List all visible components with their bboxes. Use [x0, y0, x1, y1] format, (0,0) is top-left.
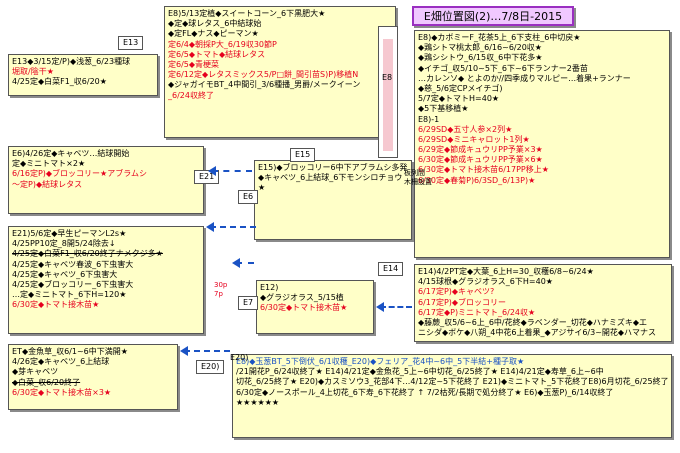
note-line: 4/26定◆キャベツ_6上結球 — [12, 357, 110, 367]
arrow-e12-head — [376, 302, 384, 312]
note-line: ◆白菜_収6/20終了 — [12, 377, 81, 387]
label-e13: E13 — [118, 36, 144, 50]
note-line: 4/25定◆ブロッコリー_6下虫害大 — [12, 279, 134, 289]
note-line: 6/17定◆P)ミニトマト_6/24収★ — [418, 307, 536, 317]
note-line: 4/15球根◆グラジオラス_6下H=40★ — [418, 277, 553, 287]
note-line: ◆5下基移植★ — [418, 104, 469, 114]
arrow-e6 — [236, 262, 254, 264]
note-line: ◆藤蕨_収5/6~6上_6中/花終◆ラベンダー_切花◆ハナミズキ◆エ — [418, 317, 648, 327]
note-line: ★ — [258, 183, 266, 193]
note-e13: E13◆3/15定/P)◆浅葱_6/23種球堀取/陰干★4/25定◆白菜F1_収… — [8, 54, 158, 96]
note-line: E8)◆カボミーF_花茶5上_6下支柱_6中切戻★ — [418, 33, 581, 42]
note-line: ◆ジャガイモBT_4中間引_3/6種播_男爵/メークイーン — [168, 80, 361, 90]
arrow-e21 — [210, 226, 256, 228]
note-line: E15)◆ブロッコリー6中下アブラムシ多発 — [258, 163, 408, 172]
label-e14: E14 — [378, 262, 404, 276]
note-line: 4/25定◆キャベツ春波_6下虫害大 — [12, 259, 134, 269]
note-e21: E21)5/6定◆早生ピーマンL2s★4/25PP10定_8開5/24除去↓4/… — [8, 226, 204, 334]
arrow-e15 — [212, 170, 252, 172]
note-line: 6/17定P)◆ブロッコリー — [418, 297, 507, 307]
note-line: _6/24収終了 — [168, 90, 214, 100]
note-line: 4/25定◆白菜F1_収6/20★ — [12, 77, 107, 87]
note-line: 6/30定◆春菊P)6/3SD_6/13P)★ — [418, 175, 536, 185]
note-line: 6/30定◆トマト接木苗6/17PP移上★ — [418, 165, 549, 175]
note-line: 4/25定◆キャベツ_6下虫害大 — [12, 269, 118, 279]
note-line: ★★★★★★ — [236, 397, 280, 407]
note-line: ◆慈_5/6定CPメイチゴ) — [418, 83, 503, 93]
note-line: E6)4/26定◆キャベツ…結球開始 — [12, 149, 130, 158]
note-line: 6/30定◆トマト接木苗×3★ — [12, 387, 112, 397]
note-line: 4/25定◆白菜F1_収6/20終了ナメクジ多★ — [12, 249, 163, 259]
note-bottom: E8)◆玉葱BT_5下倒伏_6/1収穫_E20)◆フェリア_花4中~6中_5下半… — [232, 354, 672, 438]
note-line: …定◆ミニトマト_6下H=120★ — [12, 290, 127, 300]
note-line: ET◆金魚草_収6/1~6中下満開★ — [12, 347, 128, 356]
label-e8: E8 — [382, 73, 393, 82]
note-line: ◆イチゴ_収5/10~5下_6下~6下ランナー2番苗 — [418, 63, 588, 73]
arrow-e15-head — [208, 166, 216, 176]
label-e20b: E20) — [230, 353, 249, 362]
note-line: E8)-1 — [418, 114, 440, 124]
note-line: ◆定◆球レタス_6中結球始 — [168, 19, 262, 29]
note-e8-right: E8)◆カボミーF_花茶5上_6下支柱_6中切戻★◆鶏シトマ桃太郎_6/16~6… — [414, 30, 670, 258]
note-line: 6/16定P)◆ブロッコリー★アブラムシ — [12, 169, 147, 179]
note-line: ◆鶏シシトウ_6/15収_6中下花多★ — [418, 53, 543, 63]
label-e20: E20) — [196, 360, 225, 374]
label-e6: E6 — [238, 190, 259, 204]
note-line: ◆芽キャベツ — [12, 367, 59, 377]
note-line: 6/17定P)◆キャベツ? — [418, 287, 495, 297]
note-line: 定6/5◆青梗菜 — [168, 59, 220, 69]
note-line: 6/29定◆節成キュウリPP予業×3★ — [418, 145, 543, 155]
note-e15: E15)◆ブロッコリー6中下アブラムシ多発◆キャベツ_6上結球_6下モンシロチョ… — [254, 160, 412, 240]
arrow-e12 — [380, 306, 412, 308]
note-line: …カレンソ◆ とよのか//四季成りマルピー…着果+ランナー — [418, 73, 631, 83]
note-line: ◆グラジオラス_5/15植 — [260, 293, 344, 303]
arrow-et-head — [180, 346, 188, 356]
note-line: 定6/12定◆レタスミックス5/P□餅_間引苗S)P)移植N — [168, 70, 359, 80]
note-et: ET◆金魚草_収6/1~6中下満開★4/26定◆キャベツ_6上結球◆芽キャベツ◆… — [8, 344, 178, 410]
note-line: E14)4/2PT定◆大葉_6上H=30_収穫6/8~6/24★ — [418, 267, 594, 276]
note-line: 4/25PP10定_8開5/24除去↓ — [12, 239, 116, 249]
note-line: 6/29SD◆ミニキャロット1列★ — [418, 134, 530, 144]
note-line: E21)5/6定◆早生ピーマンL2s★ — [12, 229, 127, 238]
note-line: 6/30定◆ノースポール_4上切花_6下寿_6下花終了 ↑ 7/2枯死/長期で処… — [236, 387, 614, 397]
note-line: 6/30定◆トマト接木苗★ — [260, 303, 348, 313]
note-line: 堀取/陰干★ — [12, 67, 54, 77]
note-line: E8)5/13定植◆スイートコーン_6下黒肥大★ — [168, 9, 326, 18]
note-line: E13◆3/15定/P)◆浅葱_6/23種球 — [12, 57, 131, 66]
field-e8-strip — [378, 26, 398, 158]
note-e8-main: E8)5/13定植◆スイートコーン_6下黒肥大★◆定◆球レタス_6中結球始◆定F… — [164, 6, 396, 138]
note-line: 6/30定◆トマト接木苗★ — [12, 300, 100, 310]
note-line: 6/29SD◆五寸人参×2列★ — [418, 124, 513, 134]
note-line: 6/30定◆節成キュウリPP予業×6★ — [418, 155, 543, 165]
note-line: 定6/5◆トマト◆結球レタス — [168, 49, 266, 59]
page-title: E畑位置図(2)…7/8日-2015 — [412, 6, 574, 26]
note-line: ～定P)◆結球レタス — [12, 179, 83, 189]
note-line: 定◆ミニトマト×2★ — [12, 159, 86, 169]
note-line: ◆定FL◆ナス◆ピーマン★ — [168, 29, 259, 39]
label-hedge: 板列間 木柵設置 — [404, 169, 432, 186]
label-e7-note: 30p 7p — [214, 281, 228, 298]
note-line: 切花_6/25終了★ E20)◆カスミソウ3_花部4下…4/12定~5下花終了 … — [236, 377, 668, 387]
label-e7: E7 — [238, 296, 259, 310]
arrow-et — [184, 350, 230, 352]
note-e14: E14)4/2PT定◆大葉_6上H=30_収穫6/8~6/24★4/15球根◆グ… — [414, 264, 672, 342]
note-line: ◆キャベツ_6上結球_6下モンシロチョウ — [258, 173, 403, 183]
note-line: ニシダ◆ボケ◆八朔_4中花6上着果_◆アジサイ6/3~開花◆ハマナス — [418, 328, 657, 338]
label-e15: E15 — [290, 148, 316, 162]
note-line: E12) — [260, 283, 279, 292]
arrow-e21-head — [206, 222, 214, 232]
note-e6: E6)4/26定◆キャベツ…結球開始定◆ミニトマト×2★6/16定P)◆ブロッコ… — [8, 146, 204, 214]
note-line: /21開花P_6/24収終了★ E14)4/21定◆金魚花_5上~6中切花_6/… — [236, 367, 604, 377]
arrow-e6-head — [232, 258, 240, 268]
note-line: E8)◆玉葱BT_5下倒伏_6/1収穫_E20)◆フェリア_花4中~6中_5下半… — [236, 357, 525, 366]
note-line: ◆鶏シトマ桃太郎_6/16~6/20収★ — [418, 43, 542, 53]
note-line: 定6/4◆朝採P大_6/19収30節P — [168, 39, 277, 49]
note-line: 5/7定◆トマトH=40★ — [418, 94, 500, 104]
